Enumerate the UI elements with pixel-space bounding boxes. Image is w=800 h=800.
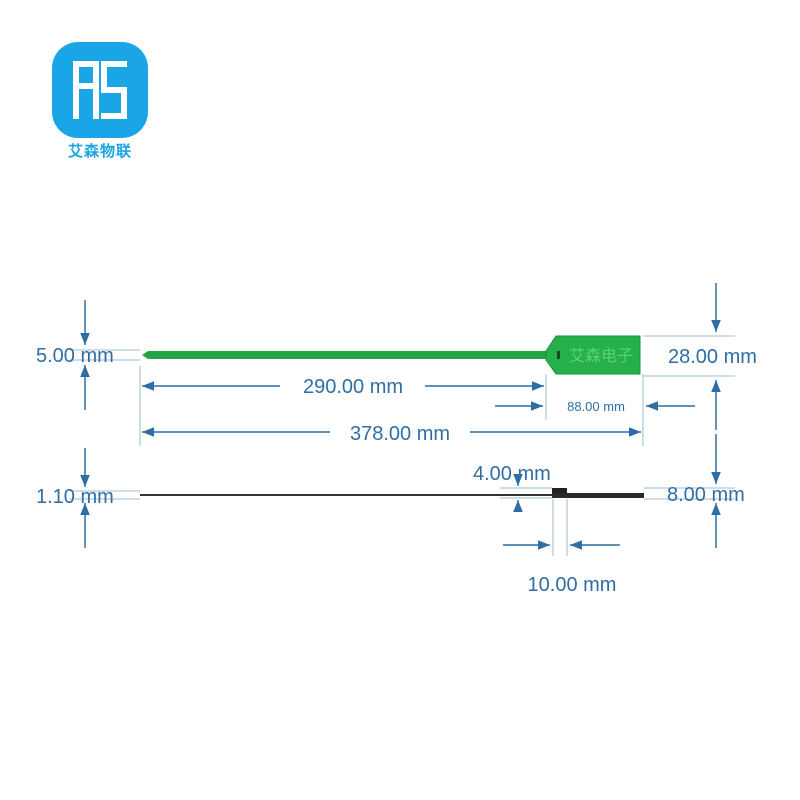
fs-logo-icon: [73, 61, 127, 119]
dim-lock-width: 10.00 mm: [503, 540, 620, 596]
label-tag-height: 28.00 mm: [668, 346, 757, 368]
tag-imprint: 艾森电子: [569, 346, 633, 365]
label-strap-length: 290.00 mm: [303, 376, 403, 398]
label-strap-thickness: 1.10 mm: [36, 486, 114, 508]
dim-strap-thickness: 1.10 mm: [36, 448, 114, 548]
seal-side-view: [140, 488, 644, 498]
tag-profile: [552, 493, 644, 498]
dim-tag-thickness: 8.00 mm: [667, 434, 745, 548]
label-tag-length: 88.00 mm: [567, 399, 625, 414]
label-lock-width: 10.00 mm: [528, 574, 617, 596]
dim-tag-height: 28.00 mm: [668, 283, 757, 430]
brand-name: 艾森物联: [67, 143, 132, 160]
seal-top-view: 艾森电子: [142, 335, 641, 375]
label-total-length: 378.00 mm: [350, 423, 450, 445]
label-head-thickness: 5.00 mm: [36, 345, 114, 367]
label-tag-thickness: 8.00 mm: [667, 484, 745, 506]
dim-tag-length: 88.00 mm: [495, 399, 695, 414]
brand-logo: [52, 42, 148, 138]
dim-total-length: 378.00 mm: [142, 423, 641, 445]
seal-tag-head: [545, 335, 641, 375]
label-lock-step: 4.00 mm: [473, 463, 551, 485]
dim-strap-length: 290.00 mm: [142, 376, 544, 398]
dim-head-thickness: 5.00 mm: [36, 300, 114, 410]
dim-lock-step: 4.00 mm: [473, 463, 551, 512]
lock-hole: [557, 351, 560, 359]
seal-strap: [142, 351, 548, 359]
